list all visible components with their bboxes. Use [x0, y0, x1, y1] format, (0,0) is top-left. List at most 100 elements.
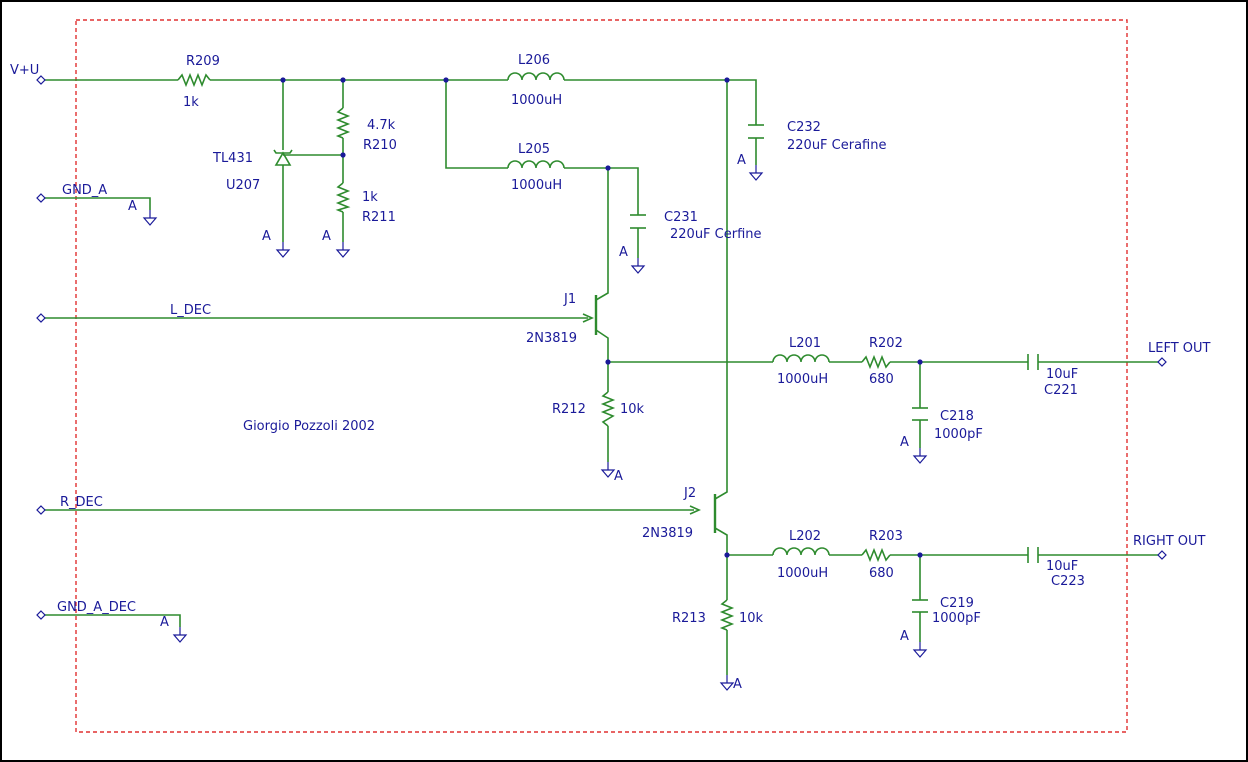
label-l206-value: 1000uH: [511, 93, 562, 108]
capacitor-c232: [748, 124, 764, 139]
ground-label: A: [900, 435, 909, 450]
net-label-l-dec: L_DEC: [170, 303, 211, 318]
inductor-l206: [507, 72, 565, 81]
label-r209-value: 1k: [183, 95, 199, 110]
label-r213-ref: R213: [672, 611, 706, 626]
label-r210-value: 4.7k: [367, 118, 396, 133]
ground-label: A: [900, 629, 909, 644]
net-label-vplus: V+U: [10, 63, 39, 78]
pin-r-dec: [36, 505, 46, 515]
pin-left-out: [1157, 357, 1167, 367]
label-c223-ref: C223: [1051, 574, 1085, 589]
ground-symbol: [601, 461, 615, 478]
resistor-r209: [177, 72, 211, 88]
ground-label: A: [619, 245, 628, 260]
label-r211-ref: R211: [362, 210, 396, 225]
resistor-r203: [861, 547, 891, 563]
wires: [41, 79, 1162, 675]
ground-symbol: [276, 241, 290, 258]
zener-u207: [273, 149, 293, 166]
net-label-gnd-a-dec: GND_A_DEC: [57, 600, 136, 615]
resistor-r213: [719, 599, 735, 631]
label-l206-ref: L206: [518, 53, 550, 68]
capacitor-c223: [1027, 547, 1039, 563]
label-r211-value: 1k: [362, 190, 378, 205]
label-r213-value: 10k: [739, 611, 764, 626]
inductor-l201: [772, 354, 830, 363]
label-c218-ref: C218: [940, 409, 974, 424]
net-label-r-dec: R_DEC: [60, 495, 103, 510]
ground-symbol: [913, 641, 927, 658]
ground-label: A: [160, 615, 169, 630]
label-j1-value: 2N3819: [526, 331, 577, 346]
ground-symbol: [749, 164, 763, 181]
label-c221-ref: C221: [1044, 383, 1078, 398]
label-c232-value: 220uF Cerafine: [787, 138, 886, 153]
label-r209-ref: R209: [186, 54, 220, 69]
module-boundary: [75, 19, 1128, 733]
ground-symbol: [336, 241, 350, 258]
resistor-r212: [600, 391, 616, 427]
label-r203-ref: R203: [869, 529, 903, 544]
label-r203-value: 680: [869, 566, 894, 581]
label-c232-ref: C232: [787, 120, 821, 135]
label-c218-value: 1000pF: [934, 427, 983, 442]
capacitor-c231: [630, 214, 646, 229]
label-l201-ref: L201: [789, 336, 821, 351]
label-l202-ref: L202: [789, 529, 821, 544]
ground-label: A: [737, 153, 746, 168]
pin-l-dec: [36, 313, 46, 323]
label-r212-value: 10k: [620, 402, 645, 417]
ground-symbol: [173, 626, 187, 643]
label-l205-ref: L205: [518, 142, 550, 157]
resistor-r210: [335, 107, 351, 139]
jfet-j2: [689, 494, 717, 533]
label-l201-value: 1000uH: [777, 372, 828, 387]
pin-gnd-a: [36, 193, 46, 203]
label-j2-value: 2N3819: [642, 526, 693, 541]
net-label-right-out: RIGHT OUT: [1133, 534, 1206, 549]
resistor-r202: [861, 354, 891, 370]
label-j1-ref: J1: [563, 292, 576, 307]
ground-label: A: [262, 229, 271, 244]
net-label-left-out: LEFT OUT: [1148, 341, 1211, 356]
label-u207-value: TL431: [212, 151, 253, 166]
ground-label: A: [322, 229, 331, 244]
label-c221-value: 10uF: [1046, 367, 1078, 382]
ground-symbol: [720, 674, 734, 691]
ground-label: A: [614, 469, 623, 484]
junction-dots: [280, 77, 923, 558]
label-c219-value: 1000pF: [932, 611, 981, 626]
label-u207-ref: U207: [226, 178, 260, 193]
label-r210-ref: R210: [363, 138, 397, 153]
label-r202-ref: R202: [869, 336, 903, 351]
ground-symbol: [143, 209, 157, 226]
pin-vplus: [36, 75, 46, 85]
ground-label: A: [733, 677, 742, 692]
ground-label: A: [128, 199, 137, 214]
net-label-gnd-a: GND_A: [62, 183, 107, 198]
label-j2-ref: J2: [683, 486, 696, 501]
resistor-r211: [335, 182, 351, 213]
capacitor-c218: [912, 407, 928, 421]
inductor-l205: [507, 160, 565, 169]
label-c223-value: 10uF: [1046, 559, 1078, 574]
capacitor-c221: [1027, 354, 1039, 370]
label-l205-value: 1000uH: [511, 178, 562, 193]
label-c231-ref: C231: [664, 210, 698, 225]
label-l202-value: 1000uH: [777, 566, 828, 581]
ground-symbol: [631, 257, 645, 274]
pin-gnd-a-dec: [36, 610, 46, 620]
label-c231-value: 220uF Cerfine: [670, 227, 762, 242]
jfet-j1: [582, 295, 598, 335]
pin-right-out: [1157, 550, 1167, 560]
ground-symbol: [913, 447, 927, 464]
capacitor-c219: [912, 599, 928, 613]
label-c219-ref: C219: [940, 596, 974, 611]
author-credit: Giorgio Pozzoli 2002: [243, 419, 375, 434]
label-r202-value: 680: [869, 372, 894, 387]
label-r212-ref: R212: [552, 402, 586, 417]
inductor-l202: [772, 547, 830, 556]
